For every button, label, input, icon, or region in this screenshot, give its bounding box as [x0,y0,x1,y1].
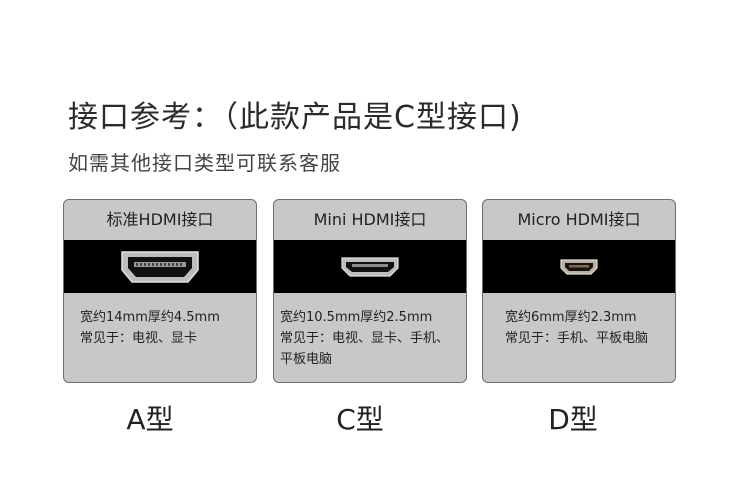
card-spec-line: 宽约10.5mm厚约2.5mm [280,310,433,325]
card-usage-line: 常见于：电视、显卡、手机、 [280,331,450,346]
card-hdmi-micro: Micro HDMI接口 宽约6mm厚约2.3mm 常见于：手机、平板电脑 [482,199,676,383]
card-hdmi-standard: 标准HDMI接口 宽约14mm厚约4.5mm 常见于：电视、显卡 [63,199,257,383]
type-label-a: A型 [126,403,174,436]
type-label-d: D型 [548,403,598,436]
card-spec-line: 宽约14mm厚约4.5mm [80,310,220,325]
port-band [274,240,466,293]
card-description: 宽约14mm厚约4.5mm 常见于：电视、显卡 [64,293,256,349]
hdmi-micro-port-icon [560,258,598,275]
page-title: 接口参考：（此款产品是C型接口) [68,100,522,135]
card-description: 宽约6mm厚约2.3mm 常见于：手机、平板电脑 [483,293,675,349]
card-usage-line: 常见于：电视、显卡 [80,331,198,346]
card-title: Mini HDMI接口 [313,210,427,229]
card-title: 标准HDMI接口 [106,210,214,229]
card-title: Micro HDMI接口 [517,210,641,229]
card-description: 宽约10.5mm厚约2.5mm 常见于：电视、显卡、手机、 平板电脑 [274,293,466,370]
hdmi-standard-port-icon [121,250,199,283]
card-spec-line: 宽约6mm厚约2.3mm [505,310,637,325]
card-usage-line: 常见于：手机、平板电脑 [505,331,649,346]
hdmi-mini-port-icon [341,256,399,277]
type-label-c: C型 [336,403,384,436]
card-hdmi-mini: Mini HDMI接口 宽约10.5mm厚约2.5mm 常见于：电视、显卡、手机… [273,199,467,383]
page-subtitle: 如需其他接口类型可联系客服 [68,151,341,175]
port-band [483,240,675,293]
card-usage-line: 平板电脑 [280,352,333,367]
port-band [64,240,256,293]
